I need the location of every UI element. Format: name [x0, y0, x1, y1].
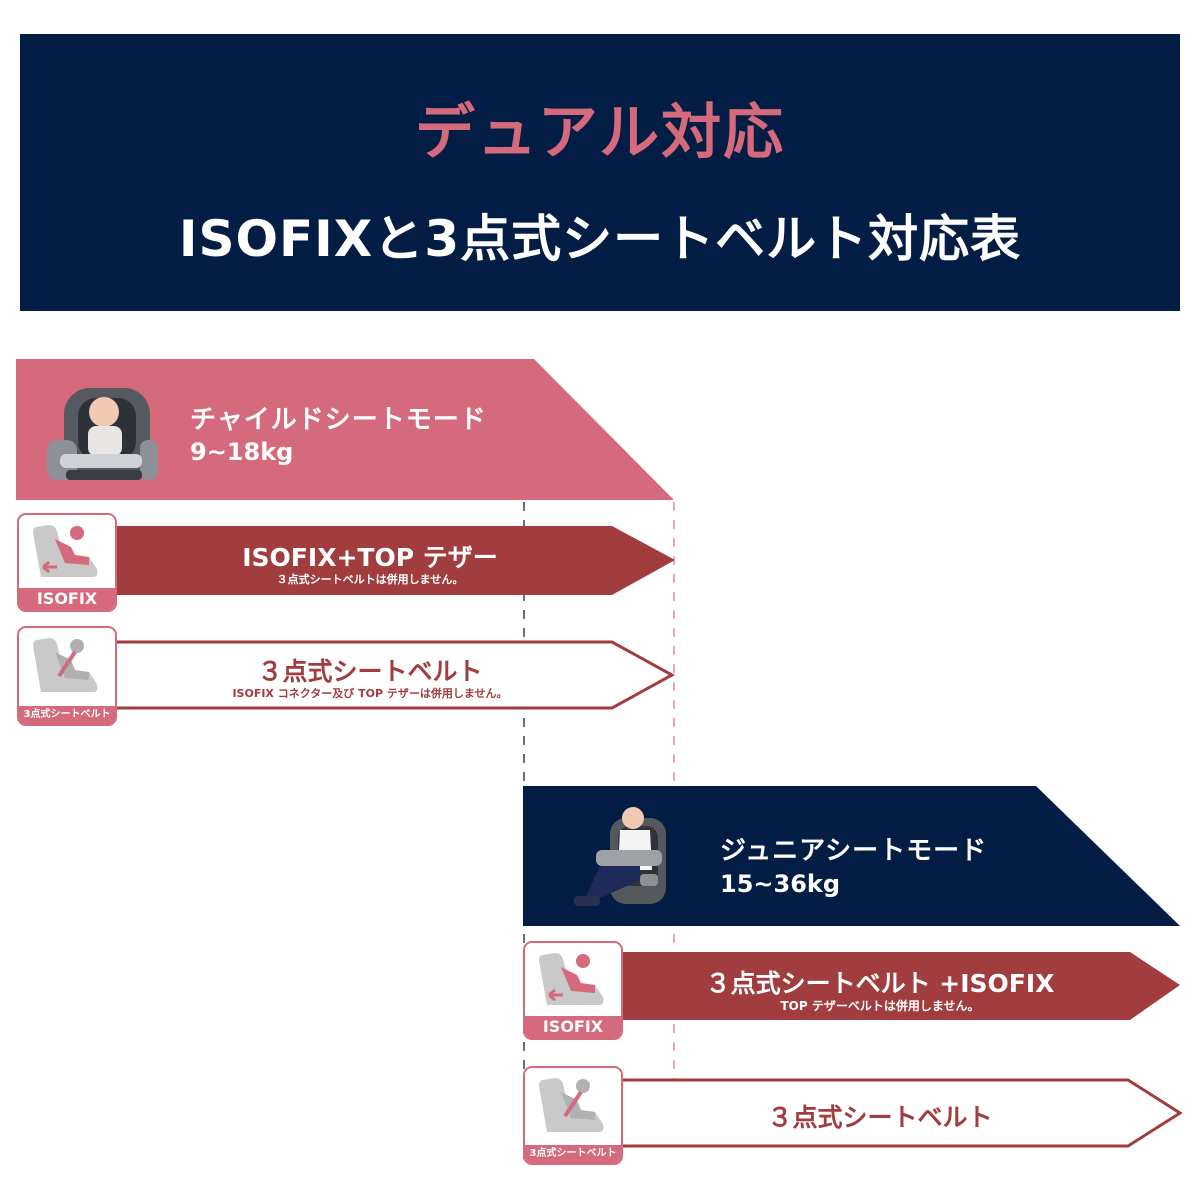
child-isofix-note: ３点式シートベルトは併用しません。	[276, 573, 464, 586]
child-mode-banner	[16, 359, 674, 500]
child-mode-name: チャイルドシートモード	[190, 405, 487, 435]
seatbelt-icon-label: 3点式シートベルト	[19, 706, 115, 724]
child-isofix-main: ISOFIX+TOP テザー	[242, 543, 498, 572]
header-banner: デュアル対応 ISOFIXと3点式シートベルト対応表	[20, 34, 1180, 311]
child-belt-note: ISOFIX コネクター及び TOP テザーは併用しません。	[232, 687, 508, 700]
page-title: デュアル対応	[414, 98, 786, 168]
junior-mode-banner	[523, 786, 1180, 926]
isofix-icon: ISOFIX	[17, 513, 117, 612]
isofix-icon-label: ISOFIX	[19, 588, 115, 610]
junior-isofix-icon: ISOFIX	[523, 941, 623, 1040]
junior-seat-image	[574, 807, 666, 906]
junior-isofix-note: TOP テザーベルトは併用しません。	[780, 999, 980, 1013]
child-seat-image	[47, 388, 158, 480]
junior-isofix-main: ３点式シートベルト +ISOFIX	[705, 969, 1055, 998]
seatbelt-icon: 3点式シートベルト	[17, 626, 117, 726]
junior-belt-main: ３点式シートベルト	[767, 1103, 993, 1132]
junior-isofix-icon-label: ISOFIX	[525, 1016, 621, 1038]
junior-isofix-arrow	[615, 952, 1180, 1020]
junior-mode-weight: 15~36kg	[720, 870, 841, 898]
child-isofix-arrow	[110, 526, 675, 595]
child-mode-weight: 9~18kg	[190, 438, 294, 466]
junior-mode-name: ジュニアシートモード	[720, 836, 988, 866]
junior-seatbelt-icon: 3点式シートベルト	[523, 1066, 623, 1165]
junior-seatbelt-icon-label: 3点式シートベルト	[525, 1145, 621, 1163]
page-subtitle: ISOFIXと3点式シートベルト対応表	[178, 210, 1022, 268]
child-belt-main: ３点式シートベルト	[257, 657, 483, 686]
